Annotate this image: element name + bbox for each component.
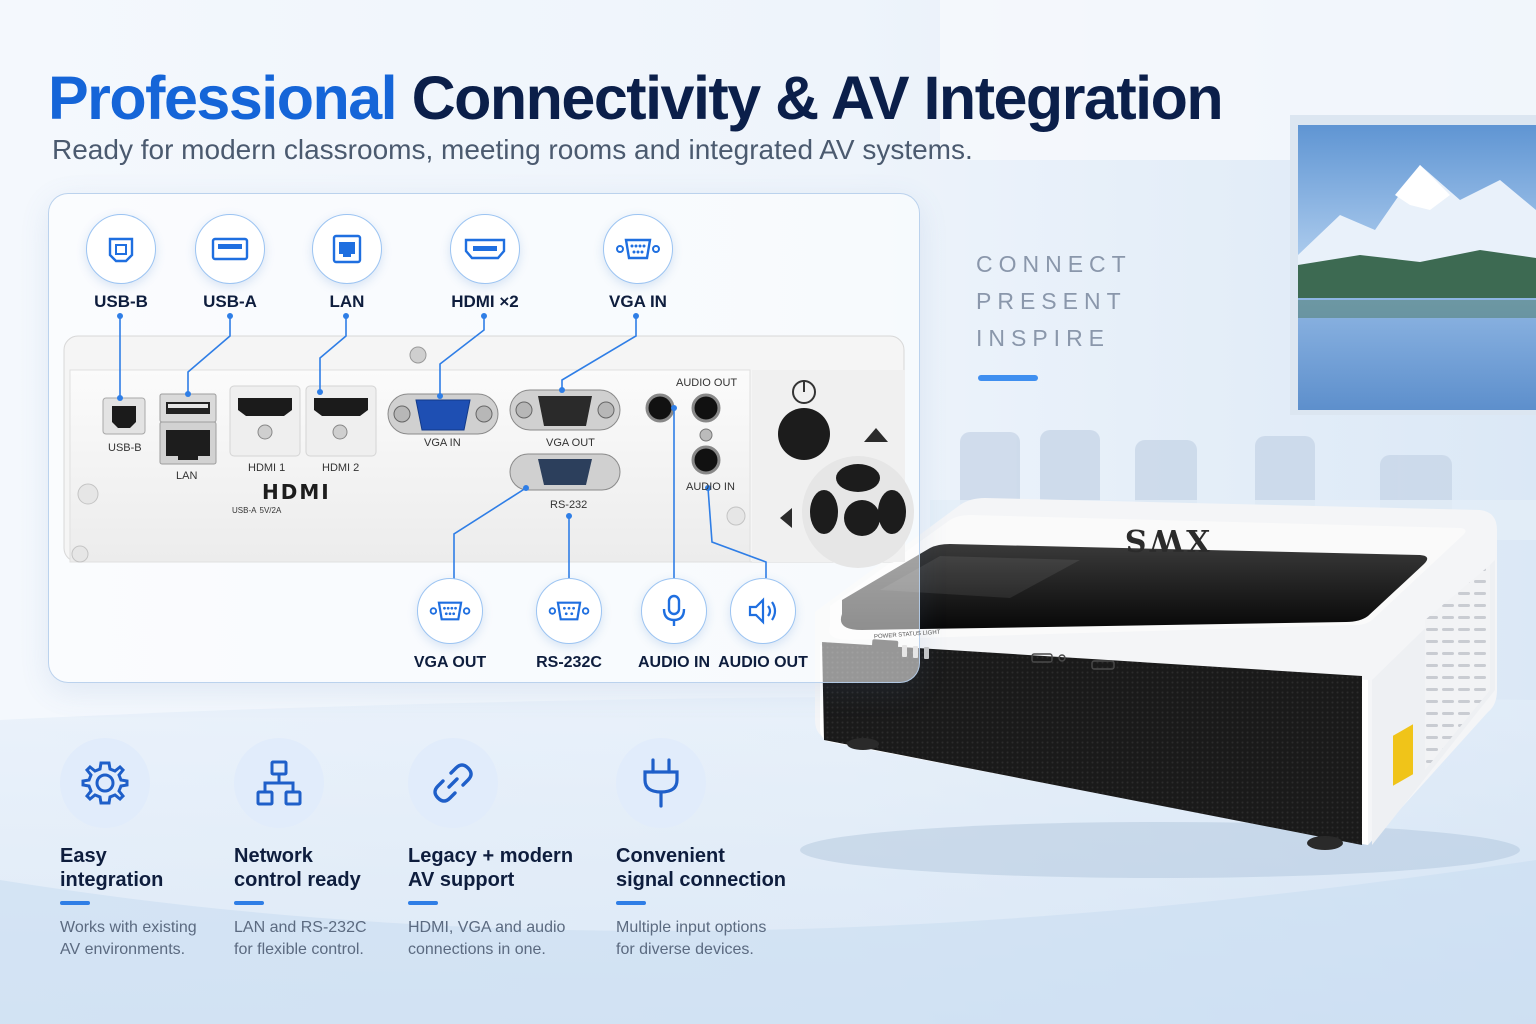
bezel-label-audio-in: AUDIO IN bbox=[686, 481, 735, 493]
feature-title-line: signal connection bbox=[616, 869, 787, 891]
feature-accent-bar bbox=[408, 901, 438, 905]
title-main: Connectivity & AV Integration bbox=[411, 64, 1224, 132]
vga-connector-icon bbox=[417, 578, 483, 644]
callout-audio-in: AUDIO IN bbox=[614, 578, 734, 672]
usb-a-spec: 5V/2A bbox=[259, 506, 282, 515]
feature-description: LAN and RS-232C for flexible control. bbox=[234, 917, 434, 961]
callout-usb-a: USB-A bbox=[170, 214, 290, 312]
port-label: AUDIO OUT bbox=[718, 654, 808, 671]
bezel-label-vga-out: VGA OUT bbox=[546, 437, 595, 449]
feature-title-line: Network bbox=[234, 845, 313, 867]
feature-title-line: control ready bbox=[234, 869, 361, 891]
tagline-stack: CONNECT PRESENT INSPIRE bbox=[976, 246, 1132, 357]
feature-description: Multiple input options for diverse device… bbox=[616, 917, 816, 961]
port-label: LAN bbox=[329, 292, 365, 311]
network-icon bbox=[234, 738, 324, 828]
feature-title-line: Easy bbox=[60, 845, 107, 867]
feature-title-line: integration bbox=[60, 869, 164, 891]
bezel-label-lan: LAN bbox=[176, 470, 198, 482]
port-label: HDMI ×2 bbox=[451, 292, 519, 311]
tagline-present: PRESENT bbox=[976, 288, 1127, 314]
callout-vga-out: VGA OUT bbox=[390, 578, 510, 672]
page-title: Professional Connectivity & AV Integrati… bbox=[48, 60, 1224, 136]
feature-desc-line: Multiple input options bbox=[616, 919, 767, 936]
bezel-label-hdmi1: HDMI 1 bbox=[248, 462, 286, 474]
feature-accent-bar bbox=[60, 901, 90, 905]
serial-connector-icon bbox=[536, 578, 602, 644]
projector-brand-logo: XWS bbox=[1122, 522, 1210, 557]
feature-desc-line: AV environments. bbox=[60, 941, 186, 958]
hdmi-icon bbox=[450, 214, 520, 284]
feature-title-line: Convenient bbox=[616, 845, 725, 867]
ethernet-icon bbox=[312, 214, 382, 284]
hdmi-logo: HDMI bbox=[262, 480, 331, 504]
tagline-connect: CONNECT bbox=[976, 251, 1132, 277]
callout-usb-b: USB-B bbox=[61, 214, 181, 312]
feature-desc-line: for flexible control. bbox=[234, 941, 364, 958]
microphone-icon bbox=[641, 578, 707, 644]
feature-title-line: AV support bbox=[408, 869, 515, 891]
bezel-label-usb-b: USB-B bbox=[108, 442, 142, 454]
bezel-label-rs232: RS-232 bbox=[550, 499, 588, 511]
feature-accent-bar bbox=[616, 901, 646, 905]
feature-description: Works with existing AV environments. bbox=[60, 917, 260, 961]
feature-accent-bar bbox=[234, 901, 264, 905]
feature-desc-line: connections in one. bbox=[408, 941, 546, 958]
gear-icon bbox=[60, 738, 150, 828]
page-subtitle: Ready for modern classrooms, meeting roo… bbox=[52, 134, 973, 165]
feature-desc-line: HDMI, VGA and audio bbox=[408, 919, 566, 936]
feature-description: HDMI, VGA and audio connections in one. bbox=[408, 917, 608, 961]
usb-b-icon bbox=[86, 214, 156, 284]
port-label: RS-232C bbox=[536, 654, 602, 671]
tagline-accent-bar bbox=[978, 375, 1038, 381]
port-label: AUDIO IN bbox=[638, 654, 710, 671]
callout-rs232c: RS-232C bbox=[509, 578, 629, 672]
bezel-label-usb-a: USB-A 5V/2A bbox=[232, 504, 281, 516]
callout-audio-out: AUDIO OUT bbox=[703, 578, 823, 672]
bezel-label-vga-in: VGA IN bbox=[424, 437, 461, 449]
usb-a-icon bbox=[195, 214, 265, 284]
bezel-label-hdmi2: HDMI 2 bbox=[322, 462, 360, 474]
callout-lan: LAN bbox=[287, 214, 407, 312]
bezel-label-audio-out: AUDIO OUT bbox=[676, 377, 738, 389]
feature-desc-line: LAN and RS-232C bbox=[234, 919, 367, 936]
callout-hdmi: HDMI ×2 bbox=[425, 214, 545, 312]
callout-vga-in: VGA IN bbox=[578, 214, 698, 312]
vga-connector-icon bbox=[603, 214, 673, 284]
feature-desc-line: for diverse devices. bbox=[616, 941, 754, 958]
feature-title-line: Legacy + modern bbox=[408, 845, 574, 867]
port-label: VGA IN bbox=[609, 292, 667, 311]
speaker-icon bbox=[730, 578, 796, 644]
title-accent: Professional bbox=[48, 64, 398, 132]
port-label: USB-B bbox=[94, 292, 148, 311]
port-label: USB-A bbox=[203, 292, 257, 311]
link-icon bbox=[408, 738, 498, 828]
tagline-inspire: INSPIRE bbox=[976, 325, 1111, 351]
feature-desc-line: Works with existing bbox=[60, 919, 197, 936]
plug-icon bbox=[616, 738, 706, 828]
port-label: VGA OUT bbox=[413, 654, 487, 671]
usb-a-text: USB-A bbox=[232, 506, 257, 515]
